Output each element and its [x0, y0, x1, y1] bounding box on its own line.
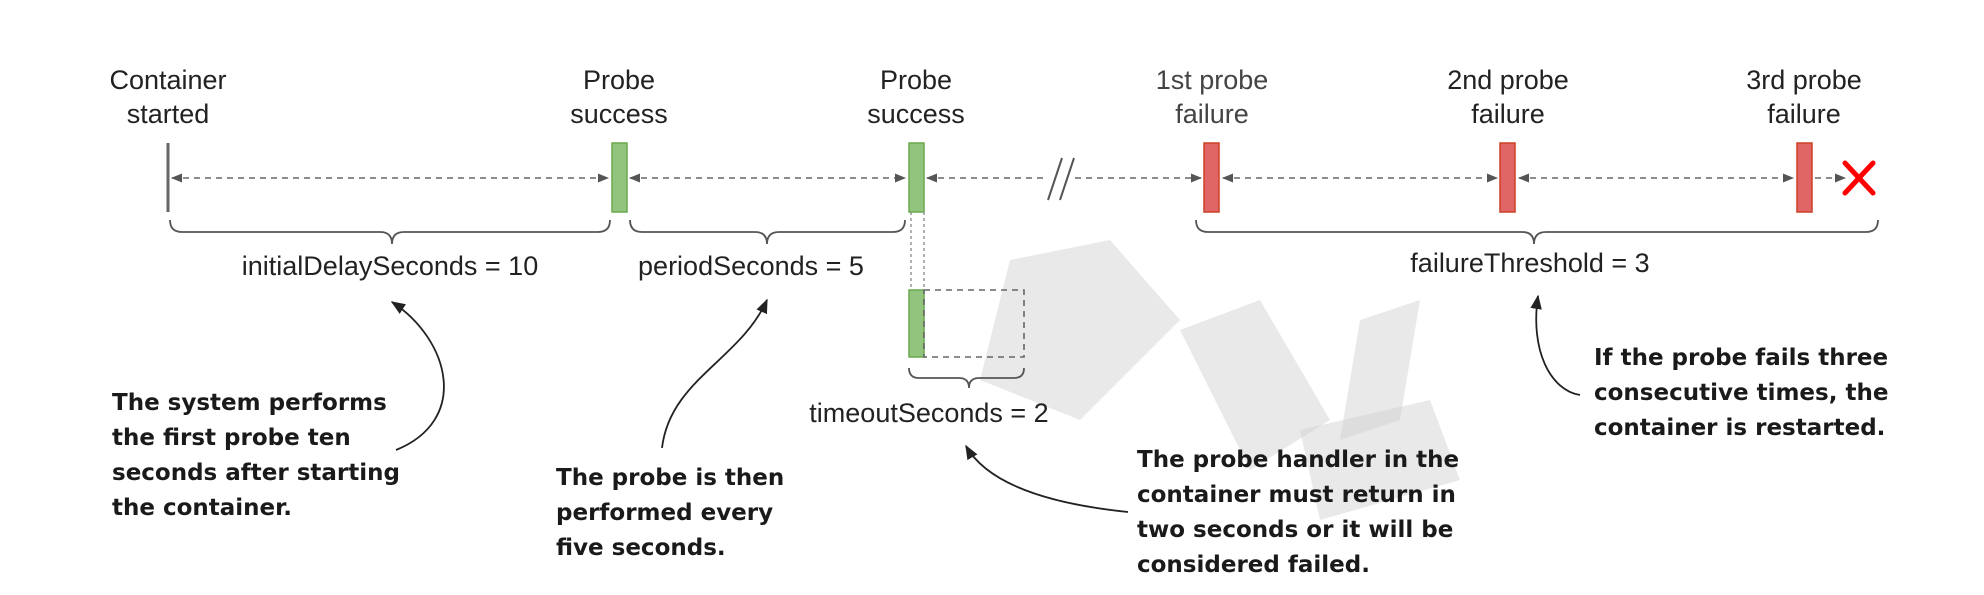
timeout-probe-marker [908, 289, 925, 358]
note-failure-line: consecutive times, the [1594, 380, 1888, 406]
event-label-success1-line2: success [570, 99, 668, 129]
arrow-timeout-note [965, 444, 1129, 513]
note-initial-delay-line: seconds after starting [112, 460, 400, 486]
event-label-failure1-line1: 1st probe [1156, 65, 1269, 95]
timeline [170, 157, 1847, 201]
brace-failure-threshold [1195, 219, 1879, 245]
watermark [980, 240, 1460, 520]
probe-success-marker-1 [611, 142, 628, 213]
arrow-period-note [661, 298, 768, 449]
timeout-window [923, 289, 1025, 358]
brace-period [629, 219, 906, 245]
event-label-failure2-line2: failure [1471, 99, 1545, 129]
param-timeout: timeoutSeconds = 2 [809, 398, 1048, 428]
event-label-container-started-line2: started [127, 99, 210, 129]
parameter-labels: initialDelaySeconds = 10 periodSeconds =… [242, 248, 1650, 428]
brace-initial-delay [169, 219, 611, 245]
note-initial-delay-line: the first probe ten [112, 425, 351, 451]
brace-timeout [908, 367, 1025, 389]
annotation-notes: The system performs the first probe ten … [112, 345, 1888, 578]
param-initial-delay: initialDelaySeconds = 10 [242, 251, 538, 281]
event-label-failure2-line1: 2nd probe [1447, 65, 1569, 95]
probe-success-marker-2 [908, 142, 925, 213]
note-timeout-line: two seconds or it will be [1137, 517, 1453, 543]
note-timeout-line: considered failed. [1137, 552, 1370, 578]
note-timeout-line: The probe handler in the [1137, 447, 1459, 473]
note-period-line: five seconds. [556, 535, 726, 561]
event-label-failure3-line1: 3rd probe [1746, 65, 1862, 95]
timeout-detail [908, 212, 1025, 358]
note-period-line: performed every [556, 500, 773, 526]
note-initial-delay-line: The system performs [112, 390, 387, 416]
note-failure: If the probe fails three consecutive tim… [1594, 345, 1888, 441]
braces [169, 219, 1879, 389]
param-period: periodSeconds = 5 [638, 251, 864, 281]
event-labels: Container started Probe success Probe su… [109, 65, 1861, 129]
event-label-success1-line1: Probe [583, 65, 655, 95]
note-period-line: The probe is then [556, 465, 784, 491]
arrow-initial-delay-note [390, 301, 445, 451]
probe-failure-marker-2 [1499, 142, 1516, 213]
note-period: The probe is then performed every five s… [556, 465, 784, 561]
event-label-failure1-line2: failure [1175, 99, 1249, 129]
note-initial-delay: The system performs the first probe ten … [112, 390, 400, 521]
annotation-arrows [390, 294, 1581, 513]
x-mark-icon [1842, 160, 1876, 196]
event-markers [166, 142, 1876, 213]
note-failure-line: If the probe fails three [1594, 345, 1888, 371]
note-timeout: The probe handler in the container must … [1137, 447, 1459, 578]
param-failure-threshold: failureThreshold = 3 [1410, 248, 1649, 278]
event-label-success2-line1: Probe [880, 65, 952, 95]
event-label-failure3-line2: failure [1767, 99, 1841, 129]
note-failure-line: container is restarted. [1594, 415, 1885, 441]
note-initial-delay-line: the container. [112, 495, 292, 521]
event-label-container-started-line1: Container [109, 65, 226, 95]
note-timeout-line: container must return in [1137, 482, 1456, 508]
break-icon [1047, 157, 1075, 201]
event-label-success2-line2: success [867, 99, 965, 129]
probe-failure-marker-1 [1203, 142, 1220, 213]
arrow-failure-note [1530, 294, 1581, 396]
probe-failure-marker-3 [1796, 142, 1813, 213]
